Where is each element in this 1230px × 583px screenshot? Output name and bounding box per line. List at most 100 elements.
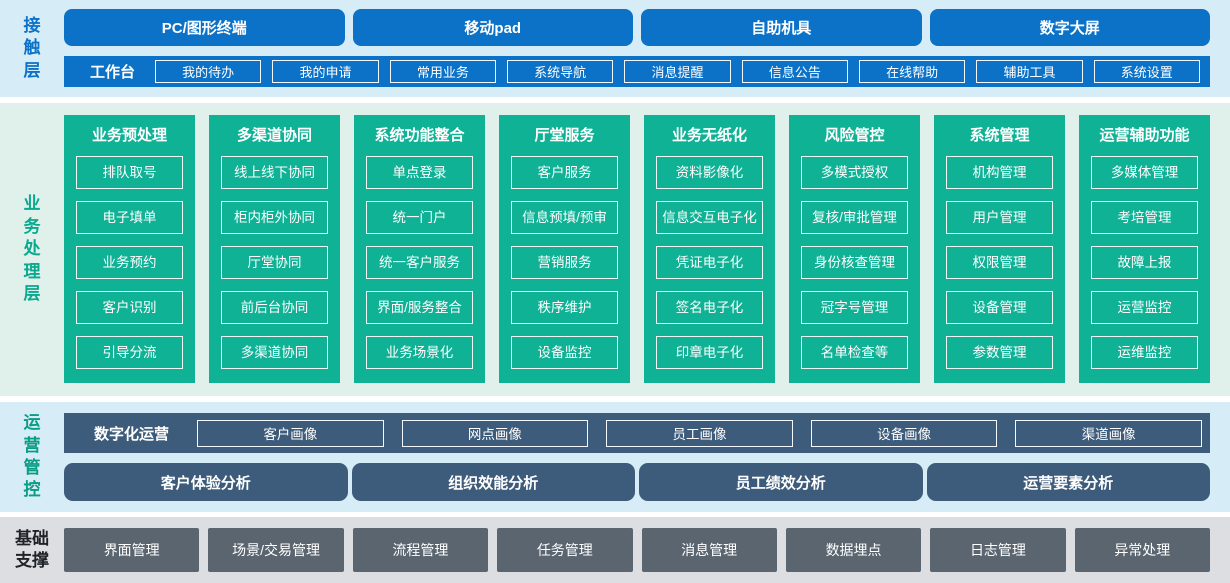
- business-item: 多媒体管理: [1091, 156, 1198, 189]
- channel-button: 自助机具: [641, 9, 922, 46]
- business-column-title: 业务预处理: [91, 127, 167, 144]
- business-item: 名单检查等: [801, 336, 908, 369]
- business-columns: 业务预处理 排队取号 电子填单 业务预约 客户识别: [64, 115, 1210, 383]
- analysis-button: 客户体验分析: [64, 463, 348, 501]
- business-item: 信息交互电子化: [656, 201, 763, 234]
- business-item: 故障上报: [1091, 246, 1198, 279]
- business-item: 单点登录: [366, 156, 473, 189]
- business-item: 印章电子化: [656, 336, 763, 369]
- business-column-title: 多渠道协同: [236, 127, 312, 144]
- foundation-item: 场景/交易管理: [208, 528, 344, 572]
- business-item: 统一客户服务: [366, 246, 473, 279]
- business-item: 客户服务: [511, 156, 618, 189]
- business-column-title: 业务无纸化: [671, 127, 747, 144]
- business-item: 签名电子化: [656, 291, 763, 324]
- foundation-item: 界面管理: [64, 528, 200, 572]
- business-column: 风险管控 多模式授权 复核/审批管理 身份核查管理 冠字号管理: [789, 115, 920, 383]
- business-column-items: 多媒体管理 考培管理 故障上报 运营监控 运维监控: [1091, 156, 1198, 369]
- business-item: 设备管理: [946, 291, 1053, 324]
- business-item: 用户管理: [946, 201, 1053, 234]
- digital-operations-bar: 数字化运营 客户画像 网点画像 员工画像 设备画像 渠道画像: [64, 413, 1210, 453]
- business-item: 运营监控: [1091, 291, 1198, 324]
- digital-operations-label: 数字化运营: [94, 425, 170, 443]
- foundation-item: 日志管理: [930, 528, 1066, 572]
- digital-operations-item: 员工画像: [606, 419, 793, 447]
- analysis-button: 员工绩效分析: [639, 463, 923, 501]
- business-column-items: 资料影像化 信息交互电子化 凭证电子化 签名电子化 印章电子化: [656, 156, 763, 369]
- foundation-layer-content: 界面管理 场景/交易管理 流程管理 任务管理 消息管理 数据埋点 日志管理 异常…: [64, 517, 1210, 583]
- business-column-items: 排队取号 电子填单 业务预约 客户识别 引导分流: [76, 156, 183, 369]
- business-item: 业务场景化: [366, 336, 473, 369]
- channel-button: 移动pad: [352, 9, 633, 46]
- digital-operations-item: 客户画像: [197, 419, 384, 447]
- business-item: 运维监控: [1091, 336, 1198, 369]
- workbench-item: 常用业务: [389, 60, 496, 83]
- business-item: 凭证电子化: [656, 246, 763, 279]
- business-item: 界面/服务整合: [366, 291, 473, 324]
- business-item: 信息预填/预审: [511, 201, 618, 234]
- workbench-items: 我的待办 我的申请 常用业务 系统导航 消息提醒 信息公告 在线帮助 辅助工具: [155, 60, 1200, 83]
- business-layer-content: 业务预处理 排队取号 电子填单 业务预约 客户识别: [64, 103, 1210, 396]
- contact-layer-label-area: 接触层: [0, 0, 64, 97]
- business-item: 身份核查管理: [801, 246, 908, 279]
- business-column: 多渠道协同 线上线下协同 柜内柜外协同 厅堂协同 前后台协同: [209, 115, 340, 383]
- business-layer-label: 业务处理层: [23, 194, 41, 304]
- workbench-item: 消息提醒: [624, 60, 731, 83]
- business-column-title: 系统管理: [969, 127, 1030, 144]
- business-item: 客户识别: [76, 291, 183, 324]
- analysis-button: 组织效能分析: [351, 463, 635, 501]
- foundation-item: 消息管理: [641, 528, 777, 572]
- business-column-title: 厅堂服务: [534, 127, 595, 144]
- business-item: 权限管理: [946, 246, 1053, 279]
- operations-layer-content: 数字化运营 客户画像 网点画像 员工画像 设备画像 渠道画像: [64, 402, 1210, 512]
- business-column: 系统管理 机构管理 用户管理 权限管理 设备管理: [934, 115, 1065, 383]
- business-item: 秩序维护: [511, 291, 618, 324]
- business-item: 资料影像化: [656, 156, 763, 189]
- business-item: 线上线下协同: [221, 156, 328, 189]
- business-item: 引导分流: [76, 336, 183, 369]
- business-item: 参数管理: [946, 336, 1053, 369]
- business-layer: 业务处理层 业务预处理 排队取号 电子填单 业务预: [0, 103, 1230, 396]
- business-column-title: 运营辅助功能: [1099, 127, 1190, 144]
- business-item: 多模式授权: [801, 156, 908, 189]
- channel-button: PC/图形终端: [64, 9, 345, 46]
- digital-operations-item: 网点画像: [401, 419, 589, 447]
- business-item: 考培管理: [1091, 201, 1198, 234]
- business-item: 多渠道协同: [221, 336, 328, 369]
- business-column: 厅堂服务 客户服务 信息预填/预审 营销服务 秩序维护: [499, 115, 630, 383]
- business-column-items: 线上线下协同 柜内柜外协同 厅堂协同 前后台协同 多渠道协同: [221, 156, 328, 369]
- workbench-item: 辅助工具: [976, 60, 1083, 83]
- workbench-item: 系统设置: [1093, 60, 1200, 83]
- operations-layer-label: 运营管控: [23, 413, 41, 500]
- business-item: 业务预约: [76, 246, 183, 279]
- foundation-item: 数据埋点: [785, 528, 922, 572]
- foundation-item: 任务管理: [497, 528, 633, 572]
- business-item: 设备监控: [511, 336, 618, 369]
- business-item: 柜内柜外协同: [221, 201, 328, 234]
- business-column-title: 风险管控: [824, 127, 885, 144]
- business-item: 冠字号管理: [801, 291, 908, 324]
- analysis-button: 运营要素分析: [926, 463, 1210, 501]
- business-item: 电子填单: [76, 201, 183, 234]
- workbench-bar: 工作台 我的待办 我的申请 常用业务 系统导航 消息提醒 信息公告: [64, 56, 1210, 87]
- business-layer-label-area: 业务处理层: [0, 103, 64, 396]
- digital-operations-item: 渠道画像: [1015, 419, 1202, 447]
- workbench-item: 我的待办: [155, 60, 262, 83]
- foundation-items: 界面管理 场景/交易管理 流程管理 任务管理 消息管理 数据埋点 日志管理 异常…: [64, 528, 1210, 572]
- digital-operations-item: 设备画像: [810, 419, 998, 447]
- foundation-item: 流程管理: [352, 528, 489, 572]
- business-column: 运营辅助功能 多媒体管理 考培管理 故障上报 运营监控: [1079, 115, 1210, 383]
- workbench-label: 工作台: [90, 64, 136, 81]
- business-item: 厅堂协同: [221, 246, 328, 279]
- business-item: 复核/审批管理: [801, 201, 908, 234]
- foundation-layer-label-area: 基础支撑: [0, 517, 64, 583]
- business-column-items: 客户服务 信息预填/预审 营销服务 秩序维护 设备监控: [511, 156, 618, 369]
- business-item: 排队取号: [76, 156, 183, 189]
- business-item: 统一门户: [366, 201, 473, 234]
- foundation-item: 异常处理: [1074, 528, 1210, 572]
- business-item: 前后台协同: [221, 291, 328, 324]
- workbench-item: 系统导航: [507, 60, 614, 83]
- contact-layer-content: PC/图形终端 移动pad 自助机具 数字大屏 工作台 我的待办 我的申请: [64, 0, 1210, 97]
- analysis-row: 客户体验分析 组织效能分析 员工绩效分析 运营要素分析: [64, 463, 1210, 501]
